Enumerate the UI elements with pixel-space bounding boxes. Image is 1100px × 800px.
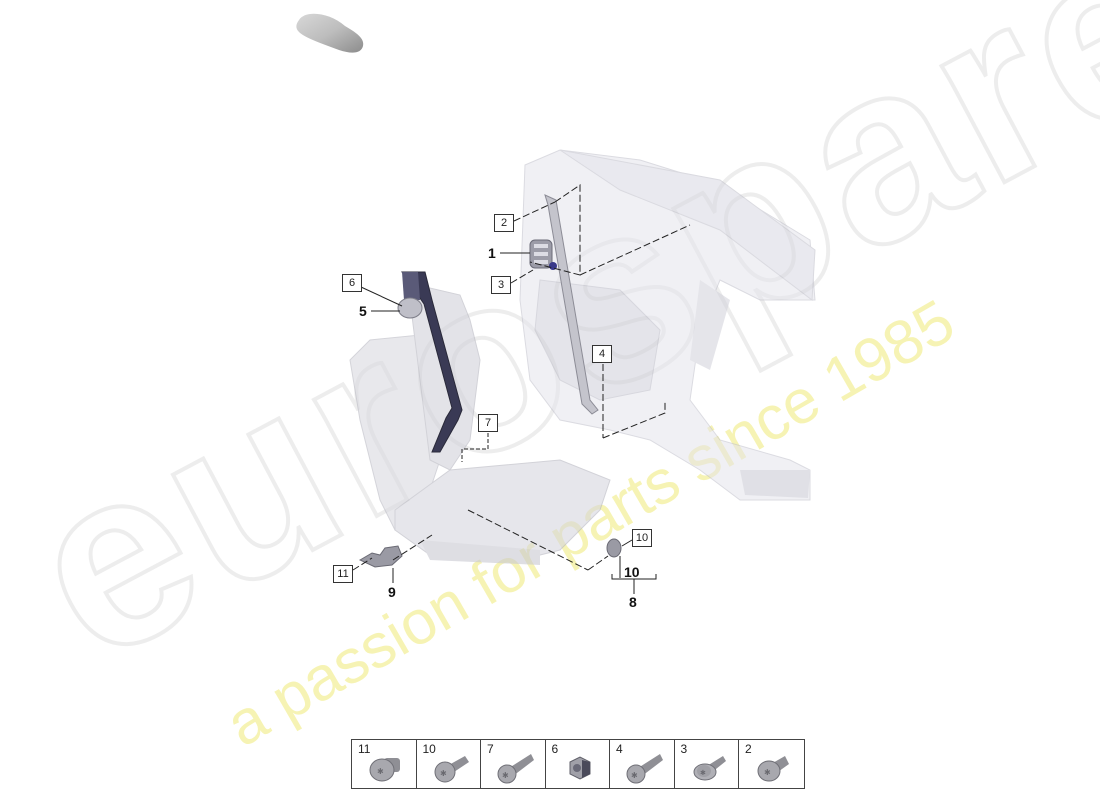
parts-cell-10[interactable]: 10 ✱ xyxy=(417,740,481,788)
callout-3[interactable]: 3 xyxy=(491,276,511,294)
shoulder-bolt-icon: ✱ xyxy=(434,756,469,783)
seat-belt-assembly-drawing xyxy=(349,149,816,594)
parts-cell-2[interactable]: 2 ✱ xyxy=(739,740,804,788)
callout-5[interactable]: 5 xyxy=(359,303,367,319)
callout-10-boxed[interactable]: 10 xyxy=(632,529,652,547)
svg-text:✱: ✱ xyxy=(764,768,771,777)
long-bolt-icon: ✱ xyxy=(497,754,534,784)
callout-2[interactable]: 2 xyxy=(494,214,514,232)
svg-text:✱: ✱ xyxy=(700,769,706,777)
callout-7[interactable]: 7 xyxy=(478,414,498,432)
parts-cell-3[interactable]: 3 ✱ xyxy=(675,740,739,788)
part-number: 4 xyxy=(616,742,623,756)
callout-8[interactable]: 8 xyxy=(629,594,637,610)
hex-nut-icon xyxy=(569,756,590,780)
callout-11[interactable]: 11 xyxy=(333,565,353,583)
callout-9[interactable]: 9 xyxy=(388,584,396,600)
svg-text:✱: ✱ xyxy=(377,767,384,776)
svg-text:✱: ✱ xyxy=(440,769,447,778)
callout-4[interactable]: 4 xyxy=(592,345,612,363)
parts-cell-11[interactable]: 11 ✱ xyxy=(352,740,417,788)
part-number: 11 xyxy=(358,742,371,756)
parts-cell-4[interactable]: 4 ✱ xyxy=(610,740,675,788)
part-number: 2 xyxy=(745,742,752,756)
flange-bolt-icon: ✱ xyxy=(757,756,789,782)
parts-cell-6[interactable]: 6 xyxy=(546,740,610,788)
part-number: 6 xyxy=(551,742,559,756)
callout-6[interactable]: 6 xyxy=(342,274,362,292)
callout-10-bracket[interactable]: 10 xyxy=(624,564,640,580)
collar-bolt-icon: ✱ xyxy=(693,756,726,781)
long-bolt-icon: ✱ xyxy=(626,754,663,784)
fastener-parts-table: 11 ✱ 10 ✱ 7 ✱ 6 4 xyxy=(351,739,805,789)
svg-text:✱: ✱ xyxy=(631,771,638,780)
flange-bolt-icon: ✱ xyxy=(369,758,400,782)
part-number: 10 xyxy=(422,742,436,756)
parts-cell-7[interactable]: 7 ✱ xyxy=(481,740,546,788)
car-silhouette-icon[interactable] xyxy=(293,8,367,61)
callout-1[interactable]: 1 xyxy=(488,245,496,261)
part-number: 7 xyxy=(487,742,494,756)
svg-text:✱: ✱ xyxy=(502,771,509,780)
part-number: 3 xyxy=(680,742,688,756)
